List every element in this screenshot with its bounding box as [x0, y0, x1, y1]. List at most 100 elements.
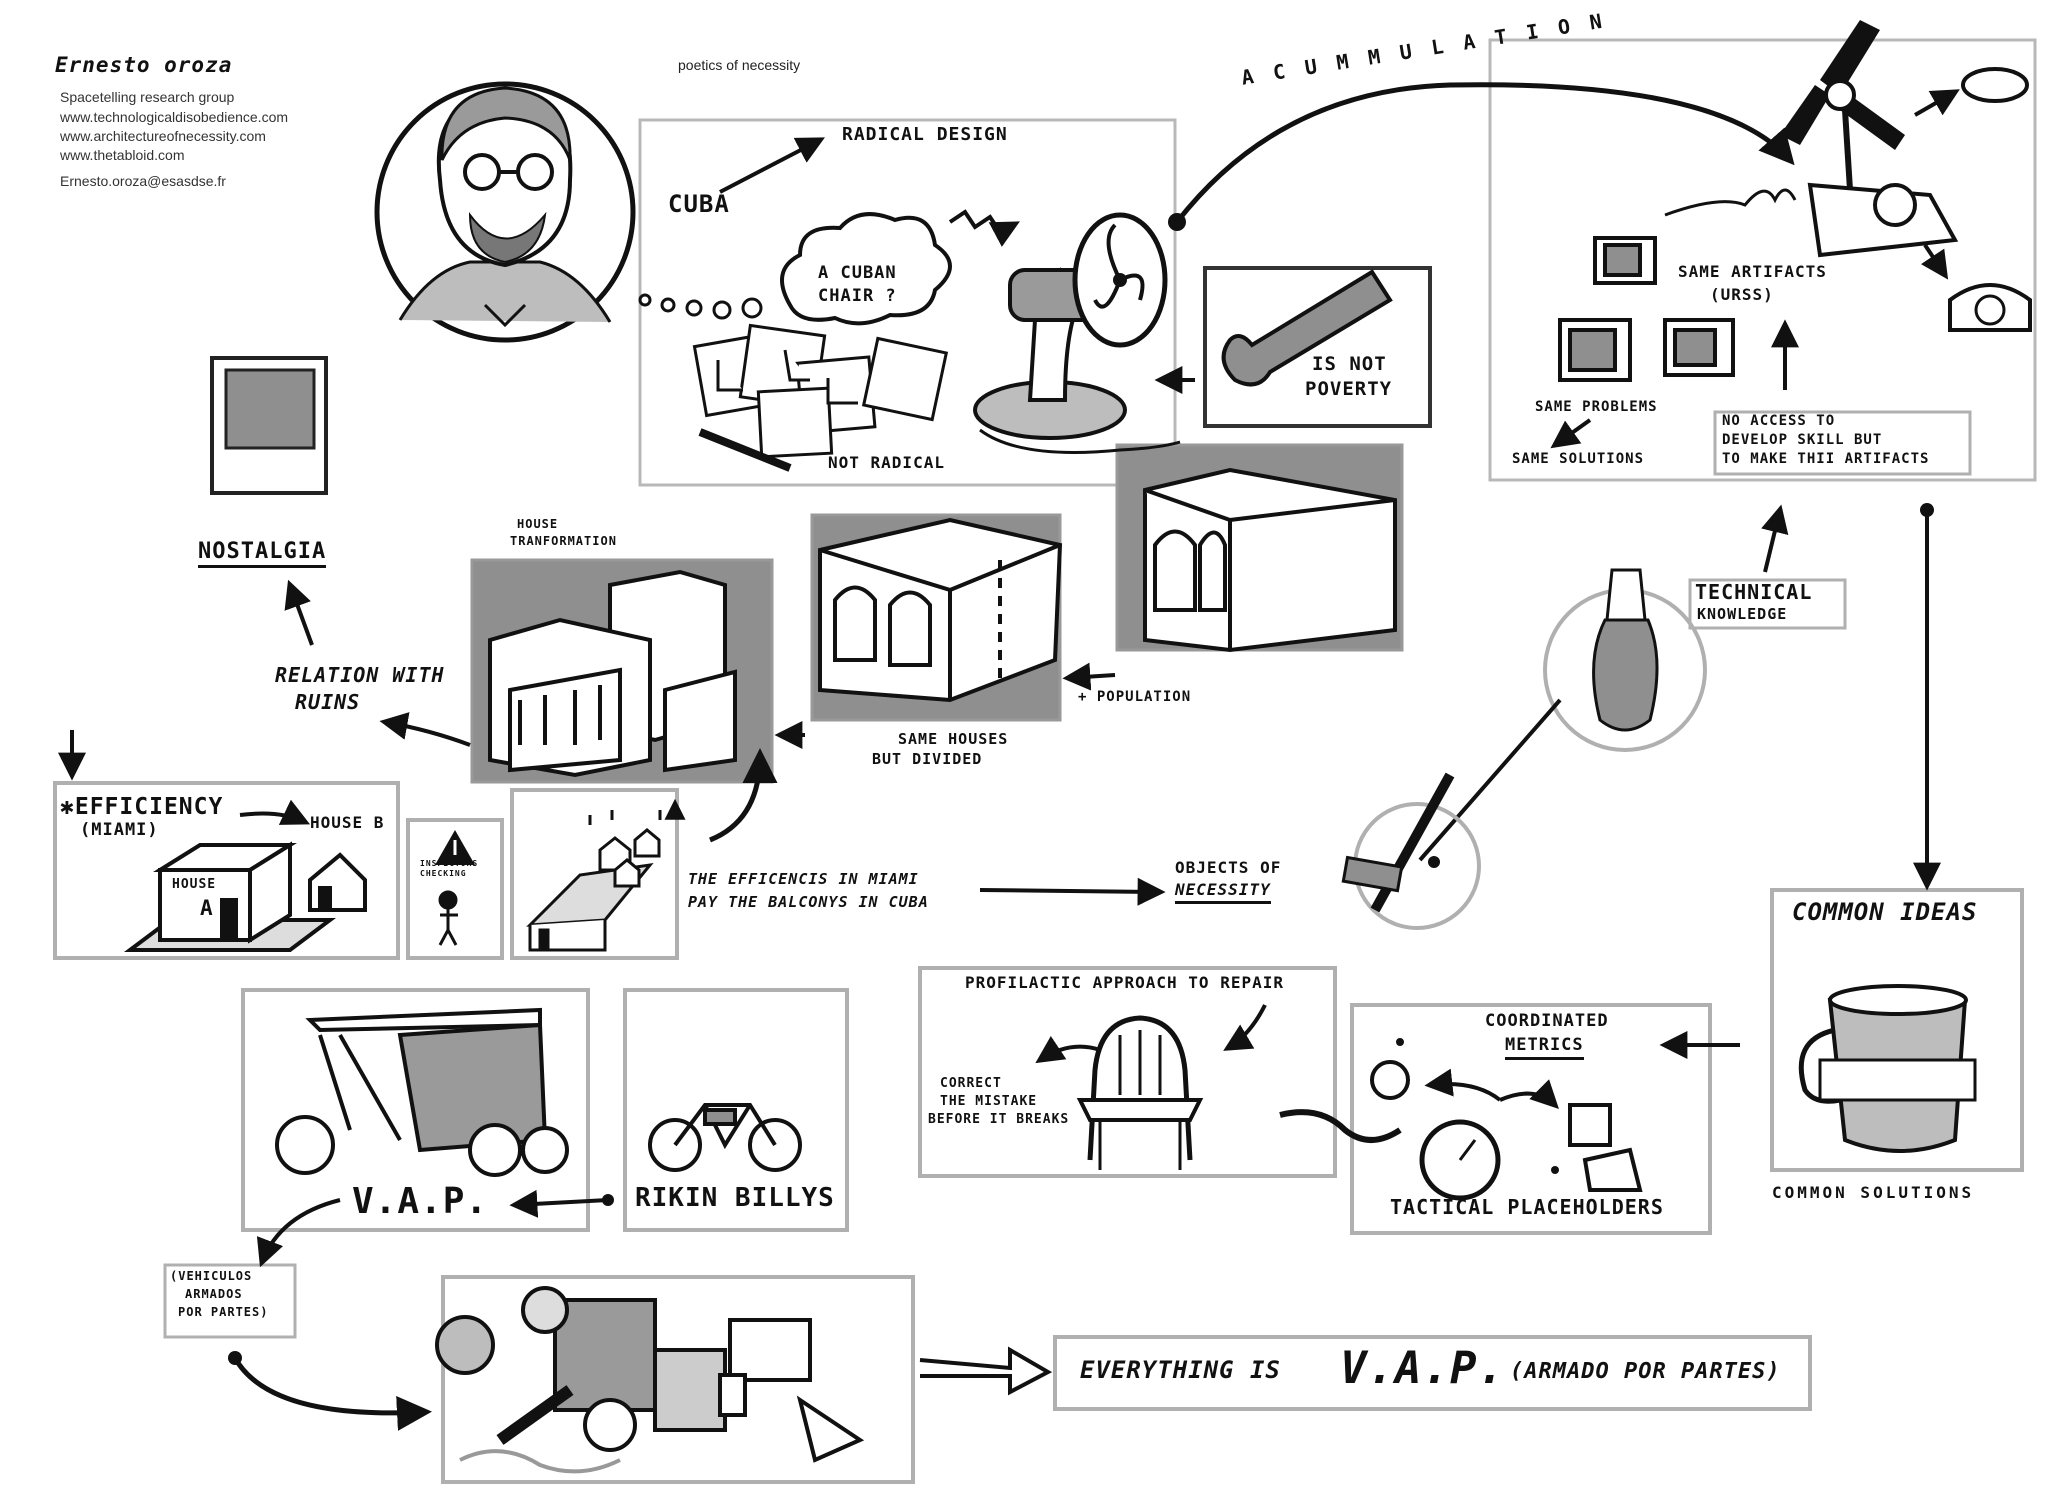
- correct-label-3: BEFORE IT BREAKS: [928, 1112, 1070, 1127]
- poverty-label: POVERTY: [1305, 378, 1393, 400]
- everything-label-1: EVERYTHING IS: [1080, 1356, 1281, 1384]
- coordinated-label-2: METRICS: [1505, 1036, 1584, 1060]
- wicker-chair-icon: [1076, 1015, 1204, 1170]
- objects-label-1: OBJECTS OF: [1175, 858, 1282, 877]
- growing-houses-illustration: [526, 803, 675, 952]
- no-access-label-2: DEVELOP SKILL BUT: [1722, 432, 1883, 448]
- no-access-label-1: NO ACCESS TO: [1722, 413, 1836, 429]
- cuban-chair-cloud: [780, 212, 952, 326]
- no-access-label-3: TO MAKE THII ARTIFACTS: [1722, 451, 1930, 467]
- same-problems-label: SAME PROBLEMS: [1535, 399, 1658, 415]
- metrics-arrow-left: [1424, 1068, 1502, 1102]
- nostalgia-photo: [224, 368, 316, 450]
- chair-to-correct-arrow: [1035, 1035, 1101, 1064]
- technical-to-no-access-arrow: [1761, 504, 1789, 573]
- same-artifacts-label-1: SAME ARTIFACTS: [1678, 262, 1827, 281]
- efficiency-frame: [53, 781, 400, 960]
- plug-cable: [979, 428, 1181, 454]
- fan-illustration: [973, 212, 1168, 440]
- telephone-icon: [1948, 283, 2032, 332]
- bicycle-illustration: [648, 1103, 802, 1172]
- cuba-to-radical-arrow: [719, 137, 825, 194]
- nostalgia-frame: [210, 356, 328, 495]
- cuba-label: CUBA: [668, 190, 730, 218]
- profilactic-to-chair-arrow: [1223, 1004, 1267, 1051]
- house-a-illustration: [124, 841, 336, 952]
- technical-label-2: KNOWLEDGE: [1697, 605, 1788, 623]
- razor-dot: [1428, 856, 1440, 868]
- microwave-icons: [1558, 236, 1735, 382]
- vap-frame: [241, 988, 590, 1232]
- metrics-arrow-right: [1499, 1079, 1559, 1109]
- relation-label-1: RELATION WITH: [275, 663, 445, 687]
- parts-to-everything-arrow: [919, 1346, 1053, 1396]
- radical-design-label: RADICAL DESIGN: [842, 124, 1008, 145]
- everything-frame: [1053, 1335, 1812, 1411]
- author-line-1: Spacetelling research group: [60, 89, 235, 105]
- razor-to-lamp-line: [1418, 698, 1562, 862]
- technical-frame: [1688, 578, 1847, 630]
- cuban-chair-label-1: A CUBAN: [818, 263, 897, 283]
- transformed-to-ruins-arrow: [379, 712, 471, 747]
- not-radical-label: NOT RADICAL: [828, 453, 945, 472]
- house-transformation-label-1: HOUSE: [517, 517, 559, 531]
- inspectors-frame: [406, 818, 504, 960]
- same-artifacts-label-2: (URSS): [1710, 285, 1774, 304]
- switch-dot: [1551, 1166, 1559, 1174]
- no-access-frame: [1713, 410, 1972, 476]
- house-a-label-2: A: [200, 896, 214, 920]
- ruins-to-nostalgia-arrow: [284, 579, 314, 646]
- bulb-dot: [1396, 1038, 1404, 1046]
- same-houses-label-2: BUT DIVIDED: [872, 750, 983, 768]
- efficiency-label: ✱EFFICIENCY: [60, 794, 224, 820]
- efficiency-to-house-b-arrow: [239, 799, 311, 825]
- is-not-label: IS NOT: [1312, 353, 1387, 375]
- nostalgia-label: NOSTALGIA: [198, 540, 327, 569]
- vehiculos-label-3: POR PARTES): [178, 1305, 269, 1319]
- profilactic-label: PROFILACTIC APPROACH TO REPAIR: [965, 973, 1284, 992]
- turbine-to-disk-arrow: [1914, 89, 1960, 117]
- vehiculos-frame: [163, 1263, 297, 1339]
- house-b-label: HOUSE B: [310, 813, 385, 832]
- common-ideas-label: COMMON IDEAS: [1792, 898, 1978, 926]
- rikin-label: RIKIN BILLYS: [635, 1183, 835, 1213]
- pencil-icon: [698, 428, 792, 472]
- cable-icon: [1279, 1109, 1402, 1143]
- oil-lamp-icon: [1592, 568, 1659, 732]
- thought-dots: [638, 293, 763, 320]
- population-label: + POPULATION: [1078, 689, 1192, 705]
- common-ideas-frame: [1770, 888, 2024, 1172]
- inspectors-label-1: INSPECTORS: [420, 859, 479, 868]
- tactical-label: TACTICAL PLACEHOLDERS: [1390, 1195, 1664, 1219]
- same-solutions-label: SAME SOLUTIONS: [1512, 451, 1645, 467]
- everything-label-2: V.A.P.: [1340, 1343, 1505, 1394]
- accumulation-arrow: [1175, 82, 1795, 224]
- gauge-needle: [1458, 1139, 1477, 1161]
- house-b-illustration: [308, 852, 367, 912]
- turbine-to-phone-arrow: [1920, 243, 1949, 280]
- profilactic-frame: [918, 966, 1337, 1178]
- efficencis-label-1: THE EFFICENCIS IN MIAMI: [688, 870, 919, 888]
- rikin-frame: [623, 988, 849, 1232]
- coordinated-frame: [1350, 1003, 1712, 1235]
- wind-turbine-illustration: [1780, 20, 1959, 258]
- relation-label-2: RUINS: [295, 690, 361, 714]
- vap-vehicle-illustration: [275, 1007, 569, 1177]
- parts-frame: [441, 1275, 915, 1484]
- correct-label-1: CORRECT: [940, 1076, 1002, 1091]
- bottle-icon: [1582, 1147, 1643, 1192]
- artifacts-frame: [1488, 38, 2037, 482]
- same-houses-label-1: SAME HOUSES: [898, 730, 1009, 748]
- rikin-to-vap-arrow: [509, 1189, 609, 1218]
- author-line-2: www.technologicaldisobedience.com: [60, 109, 289, 125]
- cup-illustration: [1798, 984, 1977, 1153]
- parts-collage-illustration: [435, 1286, 865, 1474]
- growth-to-transformed-arrow: [709, 748, 778, 843]
- author-line-3: www.architectureofnecessity.com: [60, 128, 266, 144]
- house-a-label-1: HOUSE: [172, 877, 217, 892]
- everything-label-3: (ARMADO POR PARTES): [1510, 1359, 1781, 1384]
- page-title: poetics of necessity: [678, 57, 801, 73]
- inspectors-label-2: CHECKING: [420, 869, 467, 878]
- vehiculos-label-1: (VEHICULOS: [170, 1269, 253, 1283]
